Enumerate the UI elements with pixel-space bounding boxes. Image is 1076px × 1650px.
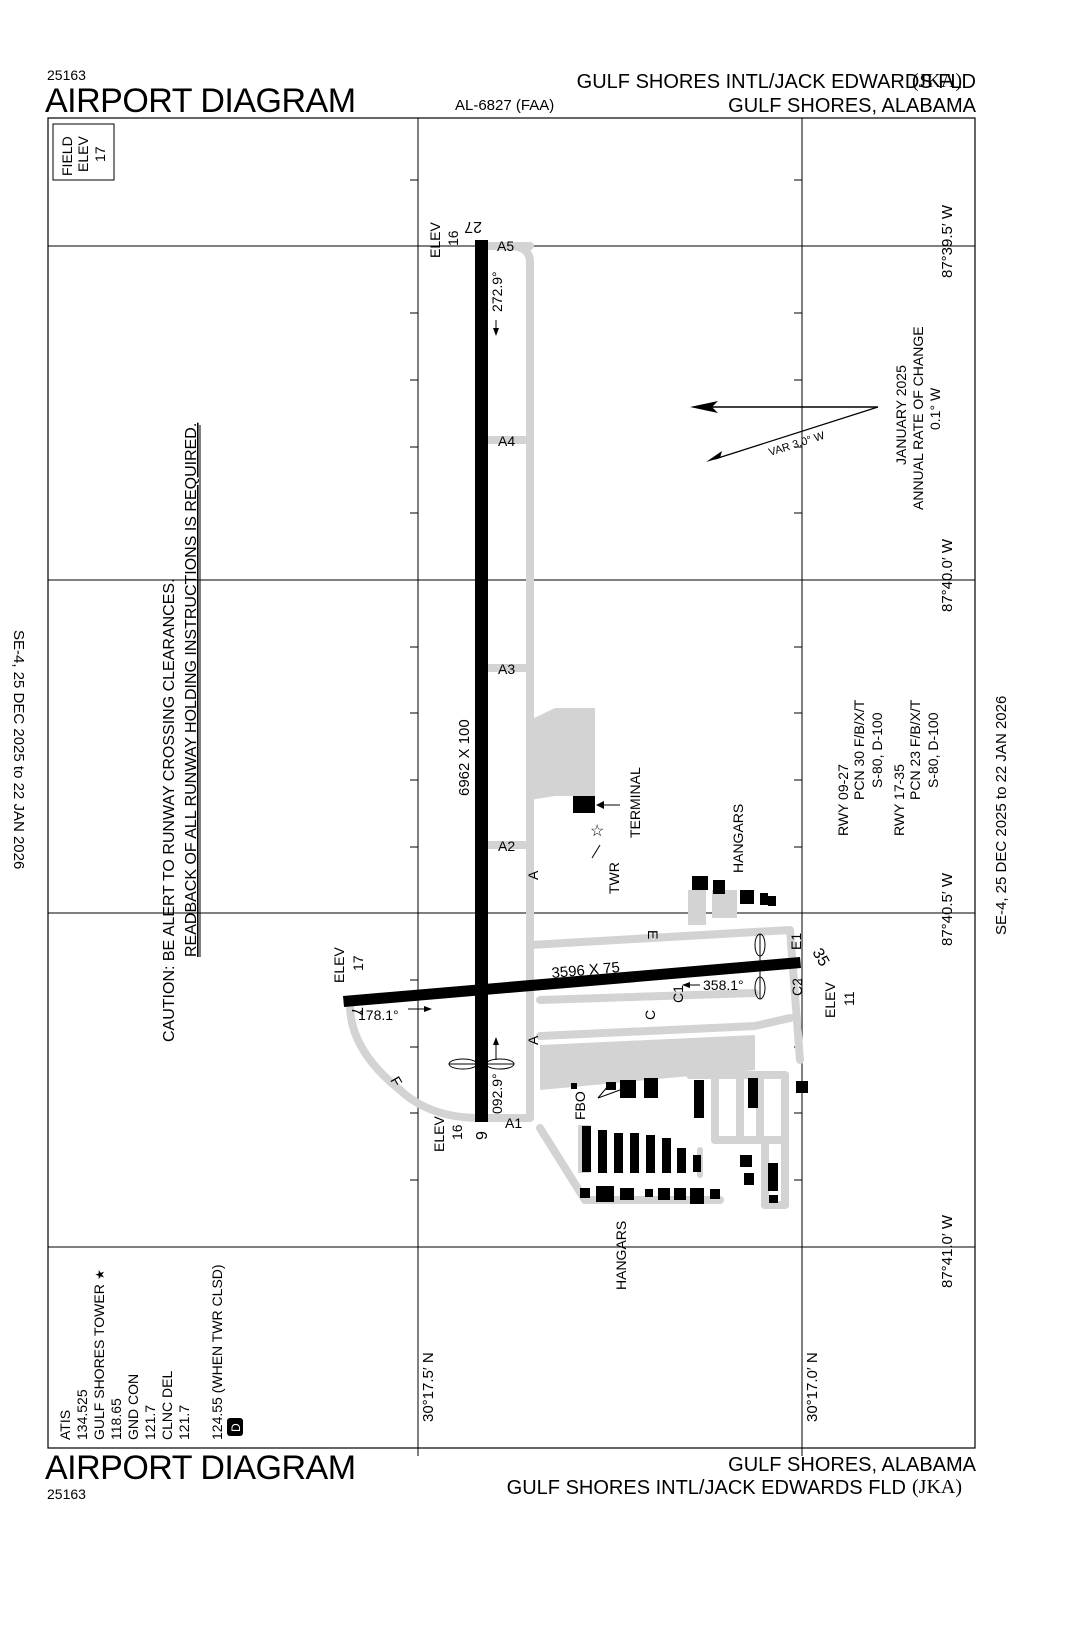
d-atis-badge xyxy=(227,1418,243,1436)
runway-9-27 xyxy=(475,240,488,1122)
taxiway-e-label: E xyxy=(645,930,661,939)
elev-label-35: ELEV xyxy=(822,982,838,1018)
taxiway-e1-label: E1 xyxy=(788,933,804,950)
twr-label: TWR xyxy=(606,862,622,894)
lon-label-1: 87°39.5′ W xyxy=(939,204,956,278)
rwy-info-2: PCN 30 F/B/X/T xyxy=(851,699,867,800)
taxiway-c2-label: C2 xyxy=(789,978,805,996)
elev-label-9: ELEV xyxy=(431,1116,447,1152)
taxiway-c1-label: C1 xyxy=(670,985,686,1003)
lon-label-3: 87°40.5′ W xyxy=(939,872,956,946)
runway-end-17: 17 xyxy=(348,998,365,1016)
buildings xyxy=(571,796,808,1204)
taxiway-a3-label: A3 xyxy=(498,661,515,677)
rwy-info-4: RWY 17-35 xyxy=(891,764,907,836)
runway-17-heading: 178.1° xyxy=(358,1007,399,1023)
rwy-info-6: S-80, D-100 xyxy=(925,712,941,788)
rwy-info-3: S-80, D-100 xyxy=(869,712,885,788)
runway-end-27: 27 xyxy=(464,218,482,235)
runway-9-27-dims: 6962 X 100 xyxy=(456,719,473,796)
field-elev-value: 17 xyxy=(92,146,108,162)
aprons xyxy=(530,708,755,1173)
city-state-top: GULF SHORES, ALABAMA xyxy=(728,95,976,117)
tower-star-icon: ☆ xyxy=(590,823,604,840)
taxiway-a4-label: A4 xyxy=(498,433,515,449)
terminal-label: TERMINAL xyxy=(627,767,643,838)
terminal-building xyxy=(573,796,595,813)
d-atis-icon: D xyxy=(229,1423,243,1432)
freq-tower-value: 118.65 xyxy=(108,1398,124,1440)
airport-name-bottom: GULF SHORES INTL/JACK EDWARDS FLD xyxy=(506,1477,906,1499)
lon-label-2: 87°40.0′ W xyxy=(939,538,956,612)
latitude-grid xyxy=(417,118,803,1448)
taxiway-a5-label: A5 xyxy=(497,238,514,254)
field-elev-label1: FIELD xyxy=(59,136,75,176)
freq-gnd-label: GND CON xyxy=(125,1374,141,1440)
freq-atis-label: ATIS xyxy=(57,1410,73,1440)
caution-line2: READBACK OF ALL RUNWAY HOLDING INSTRUCTI… xyxy=(183,423,200,957)
caution-line1: CAUTION: BE ALERT TO RUNWAY CROSSING CLE… xyxy=(161,578,178,1042)
chart-title-top: AIRPORT DIAGRAM xyxy=(45,82,356,120)
diagram-frame xyxy=(47,117,976,1449)
elev-value-35: 11 xyxy=(841,991,857,1006)
rwy-info-5: PCN 23 F/B/X/T xyxy=(907,699,923,800)
runway-9-heading: 092.9° xyxy=(489,1073,505,1114)
lat-label-2: 30°17.0′ N xyxy=(804,1352,821,1422)
taxiway-a1-label: A1 xyxy=(505,1115,522,1131)
elev-value-9: 16 xyxy=(449,1124,465,1140)
airport-name-top: GULF SHORES INTL/JACK EDWARDS FLD xyxy=(576,71,976,93)
runway-17-35 xyxy=(343,957,801,1007)
chart-title-bottom: AIRPORT DIAGRAM xyxy=(45,1449,356,1487)
rwy-info-1: RWY 09-27 xyxy=(835,764,851,836)
magvar-rate: 0.1° W xyxy=(927,387,943,430)
taxiways xyxy=(346,242,804,1209)
field-elev-box xyxy=(52,123,115,181)
terminal-apron xyxy=(555,708,595,796)
freq-atis-value: 134.525 xyxy=(74,1389,90,1440)
lon-label-4: 87°41.0′ W xyxy=(939,1214,956,1288)
elev-value-17: 17 xyxy=(350,955,366,971)
city-state-bottom: GULF SHORES, ALABAMA xyxy=(728,1454,976,1476)
lat-label-1: 30°17.5′ N xyxy=(420,1352,437,1422)
freq-clnc-value: 121.7 xyxy=(176,1405,192,1440)
runway-27-heading: 272.9° xyxy=(489,271,505,312)
magvar-rate-label: ANNUAL RATE OF CHANGE xyxy=(910,326,926,510)
main-apron xyxy=(540,1035,755,1090)
elev-label-17: ELEV xyxy=(331,947,347,983)
taxiway-a-label: A xyxy=(525,870,541,880)
lahso-symbols xyxy=(448,933,766,1070)
freq-clnc-label: CLNC DEL xyxy=(159,1371,175,1440)
airport-id-top: (JKA) xyxy=(912,70,962,92)
chart-number: AL-6827 (FAA) xyxy=(455,97,555,114)
magnetic-variation-arrows xyxy=(690,401,879,462)
validity-right: SE-4, 25 DEC 2025 to 22 JAN 2026 xyxy=(993,696,1010,935)
runway-end-35: 35 xyxy=(809,946,833,970)
taxiway-c-label: C xyxy=(642,1010,658,1020)
hangars-label-north: HANGARS xyxy=(730,804,746,873)
magvar-date: JANUARY 2025 xyxy=(893,365,909,465)
elev-value-27: 16 xyxy=(445,230,461,246)
tower-star-glyph: ★ xyxy=(93,1269,107,1280)
airport-id-bottom: (JKA) xyxy=(912,1476,962,1498)
taxiway-a-label-2: A xyxy=(525,1035,541,1045)
runway-end-9: 9 xyxy=(474,1131,491,1140)
taxiway-a2-label: A2 xyxy=(498,838,515,854)
freq-tower-label: GULF SHORES TOWER xyxy=(91,1284,107,1440)
runway-35-heading: 358.1° xyxy=(703,977,744,993)
magvar-text: VAR 3.0° W xyxy=(767,430,827,459)
elev-label-27: ELEV xyxy=(427,222,443,258)
validity-left: SE-4, 25 DEC 2025 to 22 JAN 2026 xyxy=(10,630,27,869)
fbo-label: FBO xyxy=(572,1091,588,1120)
procedure-number-bottom: 25163 xyxy=(47,1486,86,1502)
runway-17-35-dims: 3596 X 75 xyxy=(551,959,621,982)
freq-ctaf-value: 124.55 (WHEN TWR CLSD) xyxy=(209,1264,225,1440)
hangars-label-south: HANGARS xyxy=(613,1221,629,1290)
procedure-number-top: 25163 xyxy=(47,67,86,83)
field-elev-label2: ELEV xyxy=(75,136,91,172)
freq-gnd-value: 121.7 xyxy=(142,1405,158,1440)
